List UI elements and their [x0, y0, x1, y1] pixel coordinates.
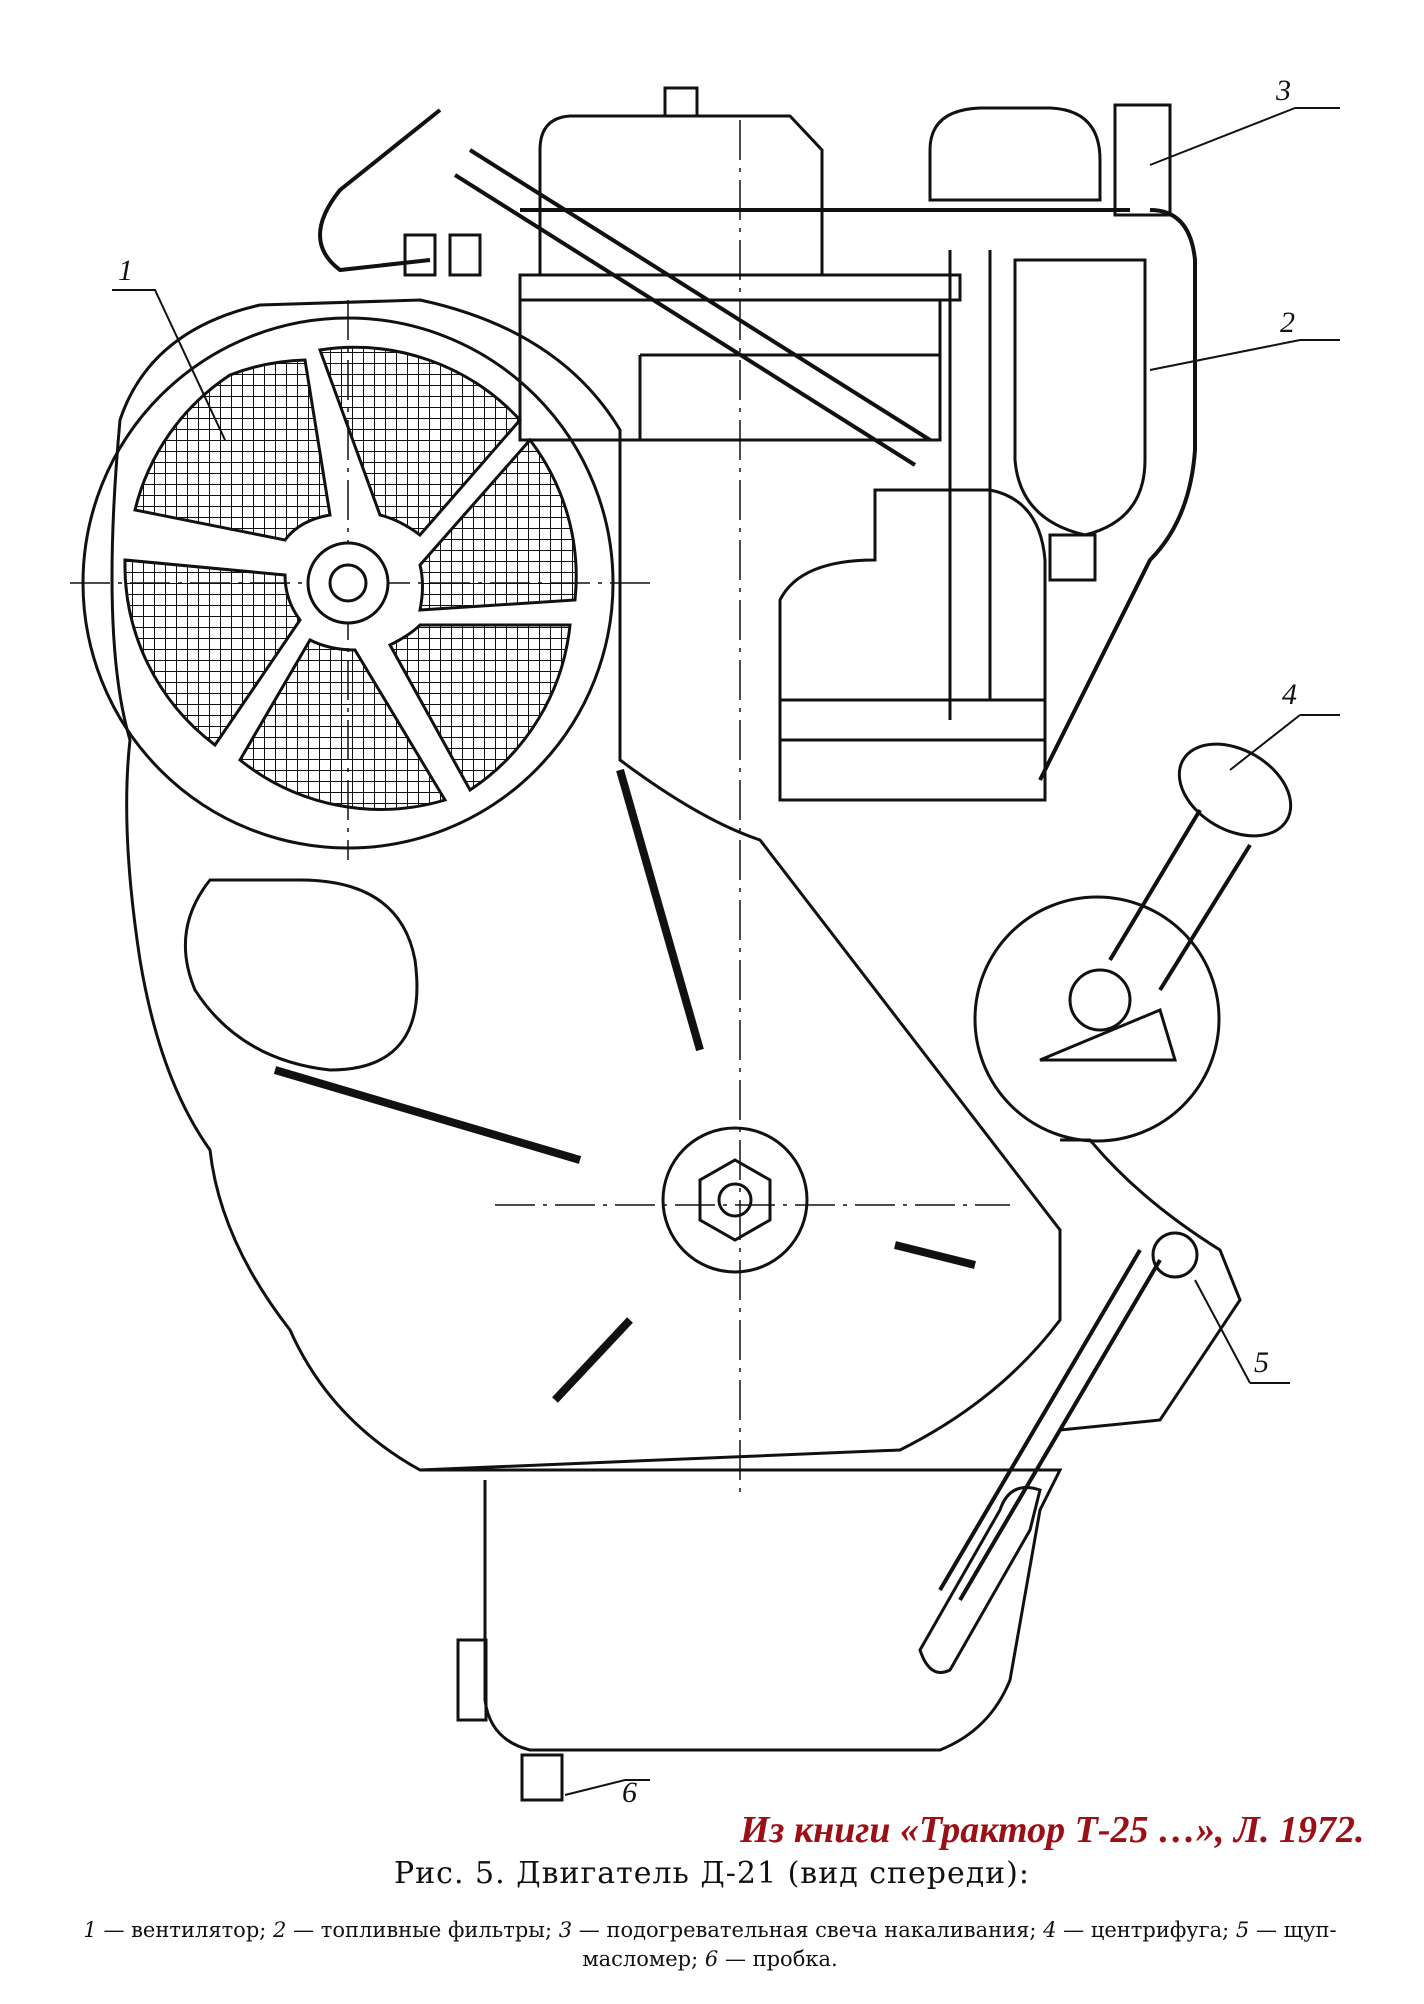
legend-text: — подогревательная свеча накаливания;	[578, 1918, 1044, 1942]
fan	[81, 316, 615, 850]
legend-text: — центрифуга;	[1063, 1918, 1236, 1942]
legend-text: — щуп-масломер;	[582, 1918, 1337, 1971]
crank-nut	[698, 1158, 772, 1242]
fan-hub	[306, 541, 390, 625]
drain-plug	[520, 1753, 564, 1802]
legend-num: 2	[273, 1918, 287, 1942]
callout-5: 5	[1254, 1346, 1269, 1379]
leader-lines	[112, 107, 1340, 1796]
legend-num: 5	[1235, 1918, 1250, 1942]
legend-text: — пробка.	[724, 1947, 838, 1971]
figure-title: Рис. 5. Двигатель Д-21 (вид спереди):	[394, 1856, 1030, 1891]
legend-text: — топливные фильтры;	[293, 1918, 559, 1942]
legend-num: 3	[558, 1918, 573, 1942]
fuel-filter	[1013, 258, 1147, 537]
callout-2: 2	[1280, 306, 1295, 339]
source-note: Из книги «Трактор Т-25 …», Л. 1972.	[740, 1809, 1365, 1851]
legend-text: — вентилятор;	[103, 1918, 274, 1942]
legend-num: 6	[704, 1947, 719, 1971]
oil-pan	[420, 1468, 1063, 1752]
legend-num: 1	[83, 1918, 97, 1942]
crank-pulley-hub	[661, 1126, 809, 1274]
valve-cover	[538, 114, 824, 277]
injection-pump	[778, 488, 1047, 802]
callout-4: 4	[1282, 678, 1297, 711]
centrifuge	[973, 742, 1293, 1143]
legend-num: 4	[1043, 1918, 1057, 1942]
callout-6: 6	[622, 1776, 637, 1809]
figure-legend: 1 — вентилятор; 2 — топливные фильтры; 3…	[60, 1916, 1360, 1974]
fuel-pipe	[318, 108, 442, 273]
timing-cover	[110, 298, 1062, 1472]
callout-3: 3	[1276, 74, 1291, 107]
filler-cap	[663, 86, 699, 118]
callout-1: 1	[118, 254, 133, 287]
